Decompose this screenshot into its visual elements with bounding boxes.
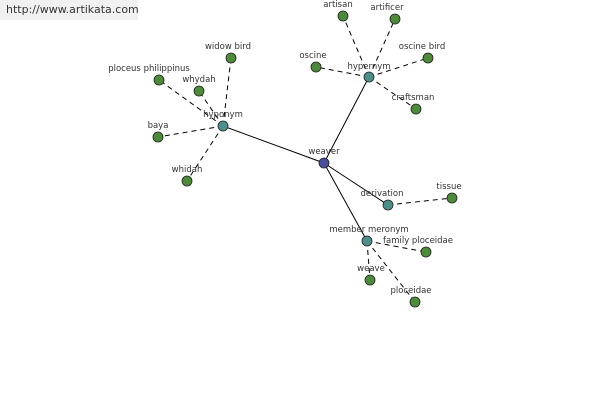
node-hypernym[interactable] bbox=[363, 71, 375, 83]
graph-edges bbox=[157, 15, 453, 303]
label-weaver: weaver bbox=[308, 147, 340, 157]
edge-hypernym-oscine-bird bbox=[368, 57, 429, 78]
node-hyponym[interactable] bbox=[217, 120, 229, 132]
label-tissue: tissue bbox=[436, 182, 461, 192]
edge-hyponym-whydah bbox=[198, 90, 224, 127]
label-ploceidae: ploceidae bbox=[390, 286, 431, 296]
node-derivation[interactable] bbox=[382, 199, 394, 211]
edge-hyponym-widow-bird bbox=[222, 57, 232, 127]
node-oscine-bird[interactable] bbox=[422, 52, 434, 64]
edge-member-meronym-family-ploceidae bbox=[366, 240, 427, 253]
edge-hyponym-ploceus-philippinus bbox=[158, 79, 224, 127]
label-weave: weave bbox=[357, 264, 385, 274]
label-derivation: derivation bbox=[360, 189, 403, 199]
edge-hypernym-artificer bbox=[368, 18, 396, 78]
edge-member-meronym-weave bbox=[366, 240, 371, 281]
node-whidah[interactable] bbox=[181, 175, 193, 187]
node-widow-bird[interactable] bbox=[225, 52, 237, 64]
edge-derivation-tissue bbox=[387, 197, 453, 206]
edge-weaver-hyponym bbox=[222, 125, 325, 164]
node-ploceidae[interactable] bbox=[409, 296, 421, 308]
node-member-meronym[interactable] bbox=[361, 235, 373, 247]
label-whidah: whidah bbox=[172, 165, 203, 175]
graph-nodes bbox=[152, 10, 458, 308]
label-widow-bird: widow bird bbox=[205, 42, 251, 52]
edge-hyponym-baya bbox=[157, 125, 224, 138]
edge-weaver-member-meronym bbox=[323, 162, 368, 242]
label-oscine: oscine bbox=[299, 51, 326, 61]
label-craftsman: craftsman bbox=[392, 93, 435, 103]
label-baya: baya bbox=[148, 121, 169, 131]
label-artificer: artificer bbox=[370, 3, 404, 13]
node-family-ploceidae[interactable] bbox=[420, 246, 432, 258]
node-weave[interactable] bbox=[364, 274, 376, 286]
edge-hyponym-whidah bbox=[186, 125, 224, 182]
edge-hypernym-craftsman bbox=[368, 76, 417, 110]
label-ploceus-philippinus: ploceus philippinus bbox=[108, 64, 190, 74]
node-oscine[interactable] bbox=[310, 61, 322, 73]
edge-member-meronym-ploceidae bbox=[366, 240, 416, 303]
node-craftsman[interactable] bbox=[410, 103, 422, 115]
node-ploceus-philippinus[interactable] bbox=[153, 74, 165, 86]
label-hypernym: hypernym bbox=[347, 62, 390, 72]
watermark-url: http://www.artikata.com bbox=[0, 0, 139, 20]
edge-weaver-hypernym bbox=[323, 76, 370, 164]
label-member-meronym: member meronym bbox=[329, 225, 408, 235]
graph-labels: weaver hyponym hypernym derivation member me… bbox=[108, 0, 461, 296]
label-whydah: whydah bbox=[182, 75, 215, 85]
node-baya[interactable] bbox=[152, 131, 164, 143]
label-hyponym: hyponym bbox=[203, 110, 243, 120]
label-oscine-bird: oscine bird bbox=[399, 42, 445, 52]
label-family-ploceidae: family ploceidae bbox=[383, 236, 453, 246]
node-whydah[interactable] bbox=[193, 85, 205, 97]
edge-hypernym-artisan bbox=[342, 15, 370, 78]
node-artisan[interactable] bbox=[337, 10, 349, 22]
label-artisan: artisan bbox=[323, 0, 352, 10]
node-weaver[interactable] bbox=[318, 157, 330, 169]
edge-weaver-derivation bbox=[323, 162, 389, 206]
node-artificer[interactable] bbox=[389, 13, 401, 25]
node-tissue[interactable] bbox=[446, 192, 458, 204]
